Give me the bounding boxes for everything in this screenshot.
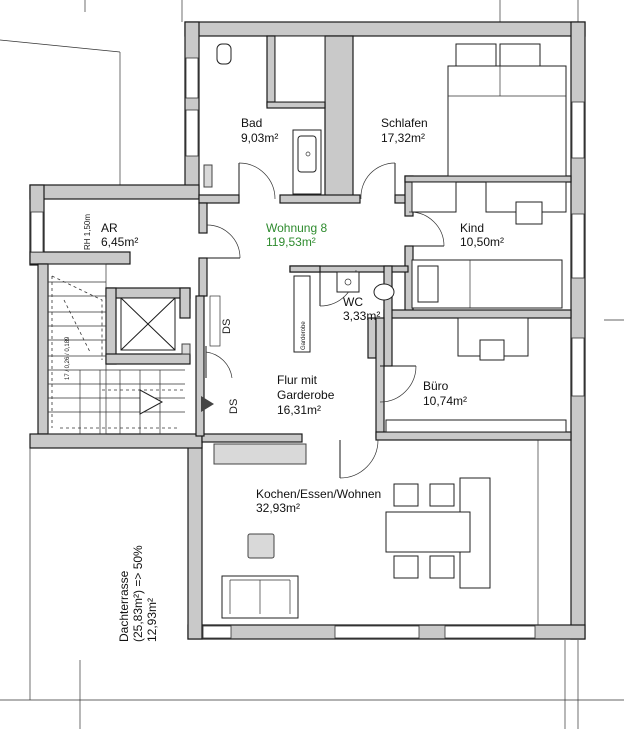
- garderobe-label: Garderobe: [301, 321, 307, 350]
- room-name-flur-2: Garderobe: [277, 388, 335, 402]
- wc-fixtures: Garderobe: [293, 271, 395, 353]
- room-area-kochen: 32,93m²: [256, 501, 300, 515]
- apartment-area: 119,53m²: [266, 235, 316, 249]
- room-name-schlafen: Schlafen: [381, 116, 428, 130]
- room-name-flur-1: Flur mit: [277, 373, 318, 387]
- ds-markers: DS DS: [201, 295, 240, 414]
- interior-walls: [105, 35, 572, 443]
- ds-label-1: DS: [221, 319, 233, 334]
- kitchen-furniture: [213, 440, 539, 625]
- room-area-buero: 10,74m²: [423, 394, 467, 408]
- room-area-ar: 6,45m²: [101, 235, 138, 249]
- room-name-kind: Kind: [460, 221, 484, 235]
- room-area-schlafen: 17,32m²: [381, 131, 425, 145]
- apartment-name: Wohnung 8: [266, 221, 327, 235]
- room-area-flur: 16,31m²: [277, 403, 321, 417]
- kind-furniture: [411, 181, 567, 309]
- room-name-wc: WC: [343, 295, 363, 309]
- ds-label-2: DS: [228, 399, 240, 414]
- terrace-area: 12,93m²: [145, 598, 159, 642]
- rh-note: RH 1,50m: [83, 214, 92, 250]
- room-area-kind: 10,50m²: [460, 235, 504, 249]
- room-area-wc: 3,33m²: [343, 309, 380, 323]
- terrace-calc: (25,83m²) => 50%: [131, 545, 145, 642]
- stair-note: 17 / 0,26 / 0,189: [65, 336, 71, 380]
- buero-furniture: [385, 317, 567, 433]
- room-name-kochen: Kochen/Essen/Wohnen: [256, 487, 381, 501]
- staircase: 17 / 0,26 / 0,189: [47, 263, 185, 435]
- windows: [30, 57, 585, 639]
- room-labels: Bad 9,03m² Schlafen 17,32m² AR 6,45m² RH…: [83, 116, 504, 642]
- room-area-bad: 9,03m²: [241, 131, 278, 145]
- room-name-ar: AR: [101, 221, 118, 235]
- room-name-bad: Bad: [241, 116, 262, 130]
- room-name-buero: Büro: [423, 379, 449, 393]
- elevator: [120, 297, 191, 355]
- terrace-name: Dachterrasse: [117, 570, 131, 642]
- bad-fixtures: [203, 35, 326, 195]
- bed-double: [447, 43, 567, 177]
